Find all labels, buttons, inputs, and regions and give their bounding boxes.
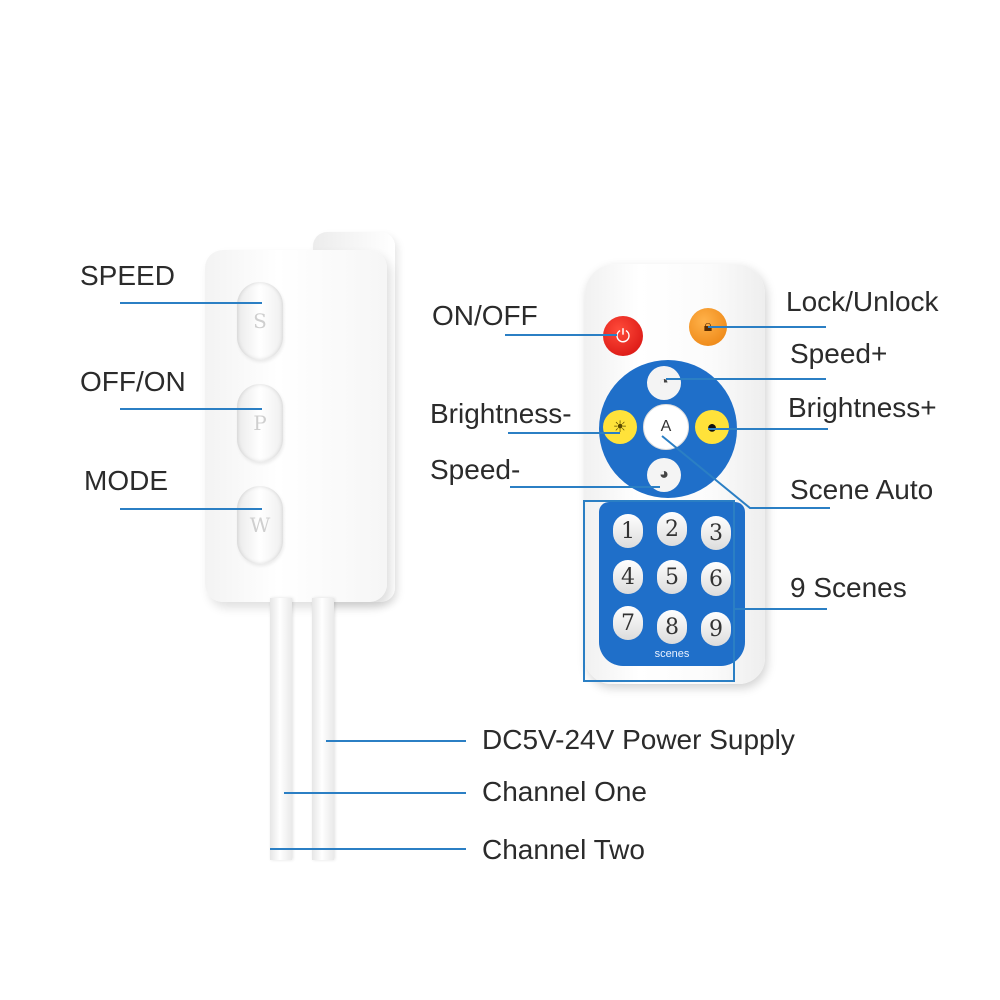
speed-plus-label: Speed+ [790,338,888,369]
scene-button-5[interactable]: 5 [657,560,687,594]
off-on-button-glyph: P [253,411,267,435]
nine-scenes-leader [735,608,827,610]
power-leader [326,740,466,742]
speed-leader [120,302,262,304]
scenes-highlight-frame [583,500,735,682]
channel-one-leader [284,792,466,794]
speed-minus-leader [510,486,660,488]
off-on-label: OFF/ON [80,366,186,397]
power-button[interactable]: ⏻ [603,316,643,356]
channel-one-label: Channel One [482,776,648,807]
inline-controller: S P W [205,232,395,602]
power-icon: ⏻ [615,325,631,346]
off-on-leader [120,408,262,410]
scene-button-1[interactable]: 1 [613,514,643,548]
scene-button-8[interactable]: 8 [657,610,687,644]
nine-scenes-label: 9 Scenes [790,572,907,603]
speed-plus-leader [666,378,826,380]
brightness-minus-leader [508,432,620,434]
power-supply-label: DC5V-24V Power Supply [482,724,795,755]
scene-auto-button[interactable]: A [643,404,689,450]
cable-power [312,598,334,860]
on-off-leader [505,334,617,336]
scene-button-9[interactable]: 9 [701,612,731,646]
scenes-keypad: 1 2 3 4 5 6 7 8 9 scenes [599,502,745,666]
scene-button-7[interactable]: 7 [613,606,643,640]
channel-two-leader [270,848,466,850]
lock-unlock-leader [708,326,826,328]
off-on-button[interactable]: P [237,384,283,462]
on-off-label: ON/OFF [432,300,538,331]
mode-label: MODE [84,465,168,496]
speed-button-glyph: S [253,309,267,333]
controller-front: S P W [205,250,387,602]
auto-icon: A [660,418,672,435]
speed-label: SPEED [80,260,175,291]
lock-icon: 🔒︎ [704,318,713,336]
speed-minus-label: Speed- [430,454,521,485]
brightness-up-button[interactable]: ● [695,410,729,444]
speedometer-icon: ◔ [659,374,669,391]
brightness-down-button[interactable]: ☀ [603,410,637,444]
scene-auto-label: Scene Auto [790,474,934,505]
lock-unlock-label: Lock/Unlock [786,286,939,317]
brightness-plus-label: Brightness+ [788,392,937,423]
scene-button-4[interactable]: 4 [613,560,643,594]
brightness-plus-leader [708,428,828,430]
brightness-minus-label: Brightness- [430,398,572,429]
scenes-caption: scenes [654,648,690,660]
scene-button-6[interactable]: 6 [701,562,731,596]
channel-two-label: Channel Two [482,834,645,865]
cable-channel-one [270,598,292,860]
sun-dim-icon: ☀ [612,419,628,436]
mode-button[interactable]: W [237,486,283,564]
mode-button-glyph: W [249,513,271,537]
sun-bright-icon: ● [706,416,718,437]
scene-button-2[interactable]: 2 [657,512,687,546]
speed-up-button[interactable]: ◔ [647,366,681,400]
scene-button-3[interactable]: 3 [701,516,731,550]
speed-button[interactable]: S [237,282,283,360]
speedometer-icon: ◕ [659,466,669,483]
mode-leader [120,508,262,510]
